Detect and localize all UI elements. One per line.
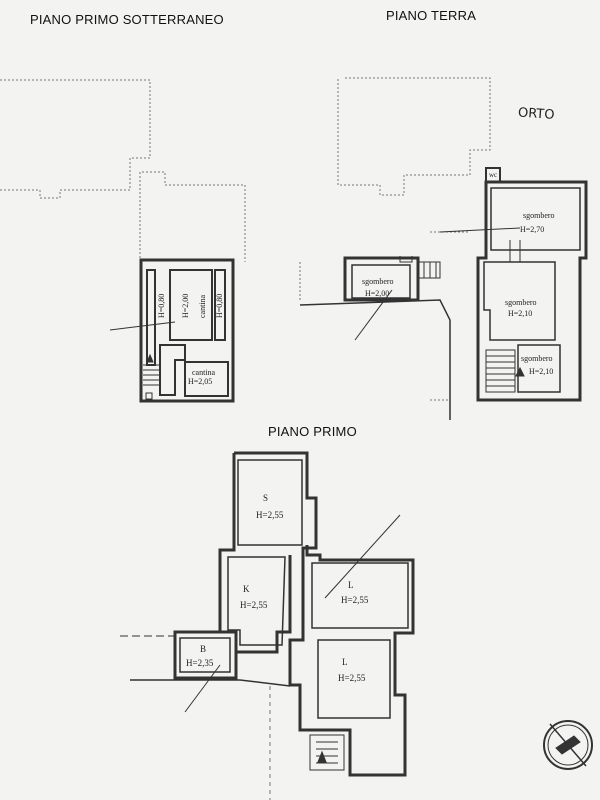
first-room-s-height: H=2,55 — [256, 510, 284, 520]
first-room-l2-name: L — [342, 657, 348, 667]
ground-room-2-height: H=2,10 — [508, 309, 532, 318]
ground-room-1-height: H=2,70 — [520, 225, 544, 234]
ground-dashed-outline — [299, 77, 491, 420]
basement-height-2: H=2,00 — [181, 294, 190, 318]
ground-small-block — [299, 256, 451, 420]
first-room-l2-height: H=2,55 — [338, 673, 366, 683]
north-arrow-icon — [543, 720, 593, 770]
first-room-b-name: B — [200, 644, 206, 654]
first-title: PIANO PRIMO — [268, 424, 357, 439]
ground-title: PIANO TERRA — [386, 8, 477, 23]
basement-dashed-outline — [0, 79, 246, 262]
ground-stair-icon — [485, 349, 525, 393]
basement-cantina-height: H=2,05 — [188, 377, 212, 386]
first-floor-plan — [120, 451, 415, 800]
ground-room-2-name: sgombero — [505, 298, 537, 307]
basement-cantina-vertical: cantina — [198, 294, 207, 318]
basement-cantina-label: cantina — [192, 368, 216, 377]
first-room-k-name: K — [243, 584, 250, 594]
ground-room-1-name: sgombero — [523, 211, 555, 220]
ground-main-block — [439, 167, 588, 402]
basement-height-3: H=0,80 — [215, 294, 224, 318]
first-room-b-height: H=2,35 — [186, 658, 214, 668]
first-room-l1-height: H=2,55 — [341, 595, 369, 605]
basement-stair-icon — [143, 353, 160, 386]
first-room-k-height: H=2,55 — [240, 600, 268, 610]
basement-title: PIANO PRIMO SOTTERRANEO — [30, 12, 224, 27]
first-room-s-name: S — [263, 493, 268, 503]
first-room-l1-name: L — [348, 580, 354, 590]
first-stair-icon — [309, 734, 345, 771]
basement-height-1: H=0,80 — [157, 294, 166, 318]
basement-plan — [109, 258, 235, 403]
ground-room-3-height: H=2,10 — [529, 367, 553, 376]
ground-room-4-height: H=2,00 — [365, 289, 389, 298]
handwritten-note: ORTO — [517, 105, 554, 123]
ground-room-4-name: sgombero — [362, 277, 394, 286]
ground-room-3-name: sgombero — [521, 354, 553, 363]
ground-wc-label: wc — [489, 171, 497, 179]
